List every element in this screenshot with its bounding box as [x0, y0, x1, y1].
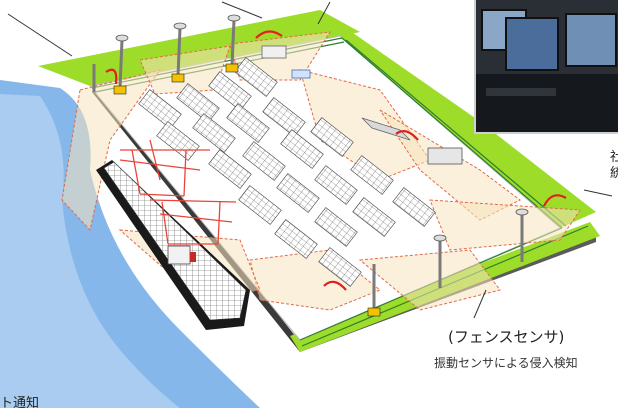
- clipped-right-label-2: 統: [610, 166, 618, 181]
- clipped-left-label: ト通知: [0, 396, 40, 411]
- container-ship-icon: [96, 160, 250, 330]
- control-room-photo: [474, 0, 618, 134]
- harbor-water-edge: [0, 94, 180, 408]
- leader-lines: [7, 1, 613, 319]
- fence-sensor-title: (フェンスセンサ): [448, 328, 565, 346]
- monitor-icon: [476, 0, 618, 132]
- camera-pole-icon: [92, 19, 524, 312]
- camera-heads: [115, 14, 529, 242]
- gantry-crane-icon: [119, 139, 237, 245]
- fence-sensor-description: 振動センサによる侵入検知: [434, 356, 578, 370]
- container-stacks: [138, 57, 436, 287]
- grass-strip-top: [38, 10, 360, 86]
- rotation-arrow-icon: [105, 30, 567, 291]
- pole-bases: [113, 63, 381, 317]
- clipped-right-label-1: 社: [610, 150, 618, 165]
- gate-buildings: [261, 45, 463, 165]
- grass-strip-right: [320, 10, 596, 228]
